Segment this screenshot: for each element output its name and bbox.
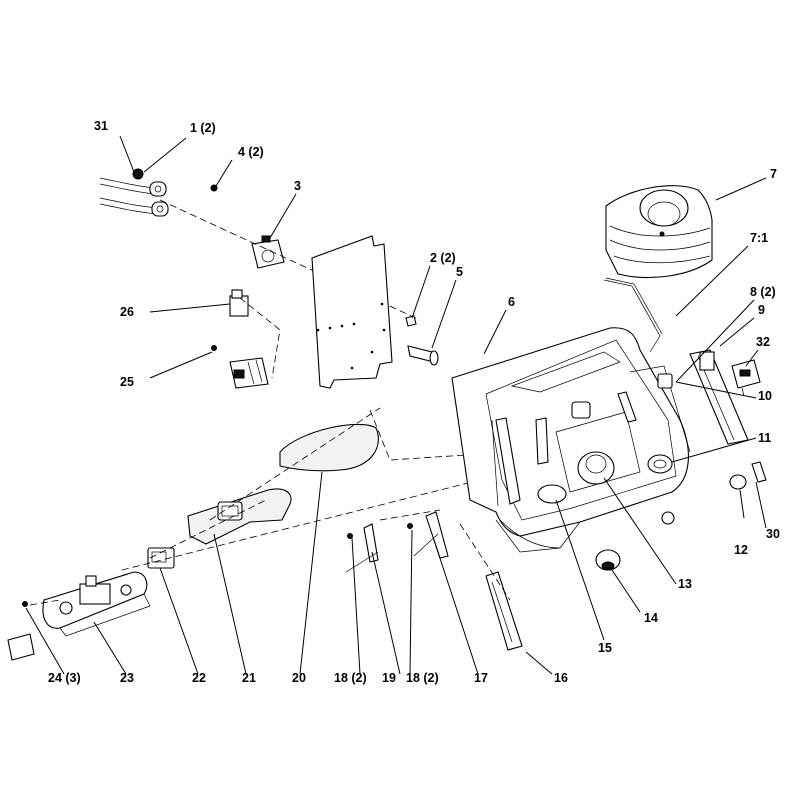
- part-10-slot: [657, 373, 673, 389]
- part-22-switch: [147, 547, 175, 569]
- part-21-bezel: [187, 488, 292, 545]
- callout-12: 12: [734, 543, 748, 557]
- part-13-knob: [577, 451, 615, 485]
- callout-2: 2 (2): [430, 251, 456, 265]
- callout-4: 4 (2): [238, 145, 264, 159]
- callout-labels: 31 1 (2) 4 (2) 3 7 7:1 2 (2) 5 6 8 (2) 9…: [48, 119, 780, 685]
- callout-14: 14: [644, 611, 658, 625]
- callout-9: 9: [758, 303, 765, 317]
- callout-25: 25: [120, 375, 134, 389]
- part-11-grommet: [647, 454, 673, 474]
- part-32-switch: [731, 359, 761, 397]
- callout-21: 21: [242, 671, 256, 685]
- part-7-1-cable: [603, 277, 663, 353]
- part-4-screw: [210, 184, 218, 192]
- part-26-relay: [229, 289, 249, 317]
- callout-13: 13: [678, 577, 692, 591]
- part-17-lever: [407, 511, 449, 559]
- callout-11: 11: [758, 431, 771, 445]
- part-5-bushing: [407, 345, 439, 366]
- part-30-key: [751, 461, 767, 483]
- callout-26: 26: [120, 305, 134, 319]
- part-3-switch: [251, 235, 285, 269]
- callout-19: 19: [382, 671, 396, 685]
- callout-32: 32: [756, 335, 770, 349]
- leader-lines: [25, 135, 767, 675]
- callout-18-left: 18 (2): [334, 671, 367, 685]
- callout-17: 17: [474, 671, 488, 685]
- part-8-hardware: [699, 351, 715, 371]
- part-23-gauge-panel: [42, 571, 151, 637]
- part-1-nut: [132, 168, 144, 180]
- callout-16: 16: [554, 671, 568, 685]
- part-15-opening: [537, 484, 567, 504]
- callout-8: 8 (2): [750, 285, 776, 299]
- callout-15: 15: [598, 641, 612, 655]
- callout-30: 30: [766, 527, 780, 541]
- callout-31: 31: [94, 119, 108, 133]
- callout-22: 22: [192, 671, 206, 685]
- callout-18-right: 18 (2): [406, 671, 439, 685]
- callout-3: 3: [294, 179, 301, 193]
- callout-20: 20: [292, 671, 306, 685]
- callout-7-1: 7:1: [750, 231, 768, 245]
- part-14-knob: [595, 549, 621, 571]
- callout-5: 5: [456, 265, 463, 279]
- part-16-gasket: [485, 571, 523, 651]
- callout-10: 10: [758, 389, 772, 403]
- mounting-panel: [311, 235, 393, 389]
- part-19-lever: [345, 523, 379, 573]
- part-25-connector: [229, 357, 269, 389]
- part-31-wire-harness: [99, 177, 169, 217]
- callout-24: 24 (3): [48, 671, 81, 685]
- part-2-screw: [405, 315, 417, 327]
- callout-6: 6: [508, 295, 515, 309]
- callout-23: 23: [120, 671, 134, 685]
- part-7-boot: [605, 185, 713, 279]
- part-12-cap: [729, 474, 747, 490]
- callout-1: 1 (2): [190, 121, 216, 135]
- part-6-console-housing: [451, 327, 691, 553]
- part-20-shroud: [279, 423, 379, 472]
- callout-7: 7: [770, 167, 777, 181]
- part-24-plug: [7, 601, 35, 661]
